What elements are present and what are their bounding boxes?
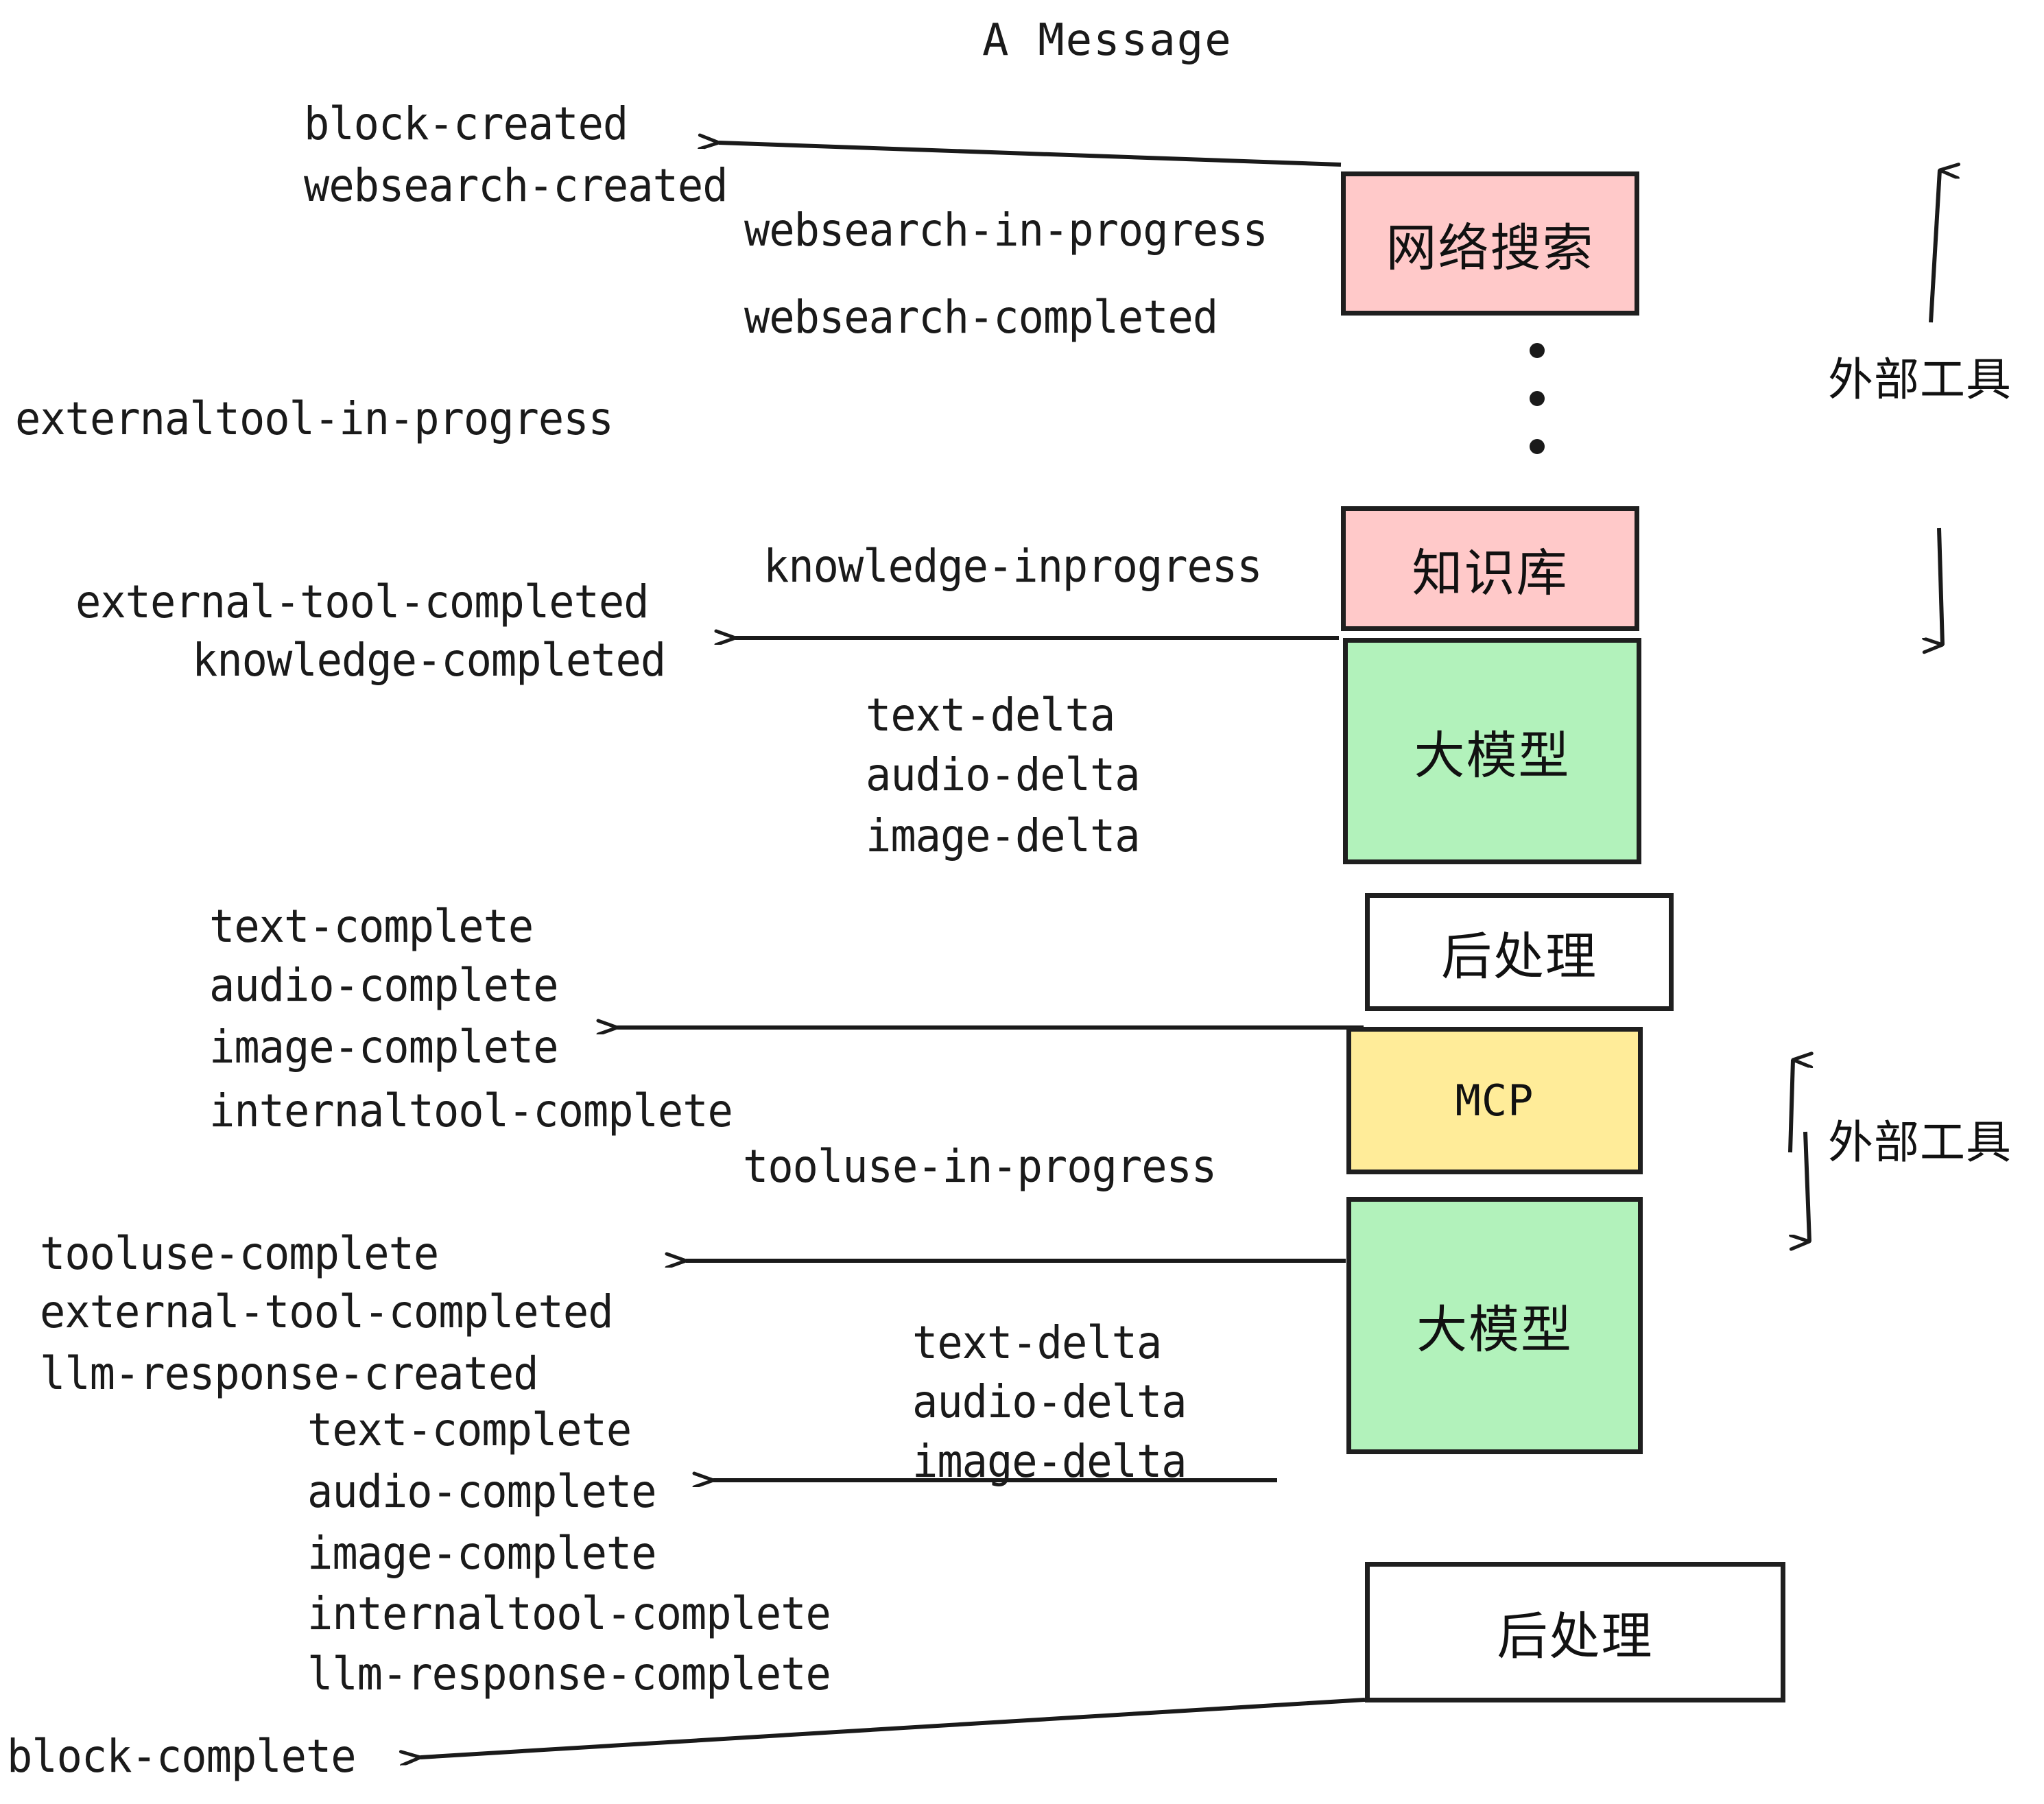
external-tools-bottom-arrows [1788,1060,1809,1242]
event-internaltool-complete-1: internaltool-complete [209,1084,733,1138]
side-label-external-tools-bottom: 外部工具 [1828,1116,2012,1169]
event-block-created: block-created [304,97,628,151]
event-audio-complete-1: audio-complete [209,958,559,1012]
event-llm-response-complete: llm-response-complete [307,1647,831,1701]
event-llm-response-created: llm-response-created [40,1346,539,1401]
node-llm-bottom: 大模型 [1346,1197,1643,1454]
event-websearch-in-progress: websearch-in-progress [744,203,1268,257]
event-tooluse-in-progress: tooluse-in-progress [743,1139,1217,1194]
event-text-delta-2: text-delta [912,1316,1162,1370]
event-block-complete: block-complete [7,1729,357,1783]
event-audio-delta-1: audio-delta [866,748,1141,802]
node-mcp-label: MCP [1455,1076,1534,1126]
node-postprocess-top: 后处理 [1365,893,1674,1011]
arrow-websearch-to-created [719,143,1342,167]
event-image-delta-1: image-delta [866,809,1141,863]
arrow-postprocess-to-block-complete [420,1698,1366,1757]
vertical-ellipsis-icon [1530,343,1545,487]
node-postprocess-bottom-label: 后处理 [1497,1607,1654,1666]
node-llm-top-label: 大模型 [1414,726,1571,785]
node-mcp: MCP [1346,1027,1643,1174]
event-tooluse-complete: tooluse-complete [40,1226,439,1281]
event-audio-complete-2: audio-complete [307,1464,657,1519]
event-externaltool-in-progress: externaltool-in-progress [15,392,614,446]
node-knowledge: 知识库 [1341,506,1639,631]
event-image-complete-1: image-complete [209,1020,559,1074]
event-external-tool-completed-1: external-tool-completed [75,575,650,629]
event-image-complete-2: image-complete [307,1526,657,1580]
event-text-delta-1: text-delta [866,688,1115,742]
node-llm-bottom-label: 大模型 [1416,1301,1573,1360]
node-websearch: 网络搜索 [1341,171,1639,316]
event-internaltool-complete-2: internaltool-complete [307,1587,831,1641]
node-websearch-label: 网络搜索 [1386,218,1595,278]
event-text-complete-2: text-complete [307,1403,632,1457]
event-external-tool-completed-2: external-tool-completed [40,1285,614,1339]
page-title: A Message [982,15,1233,66]
event-websearch-created: websearch-created [304,158,728,213]
node-postprocess-top-label: 后处理 [1441,927,1597,986]
event-knowledge-completed: knowledge-completed [192,633,666,687]
event-knowledge-inprogress: knowledge-inprogress [763,539,1263,593]
event-text-complete-1: text-complete [209,899,534,953]
node-knowledge-label: 知识库 [1412,543,1569,603]
event-audio-delta-2: audio-delta [912,1375,1187,1429]
event-websearch-completed: websearch-completed [744,290,1218,344]
node-llm-top: 大模型 [1343,638,1641,864]
node-postprocess-bottom: 后处理 [1365,1562,1785,1702]
event-image-delta-2: image-delta [912,1434,1187,1488]
side-label-external-tools-top: 外部工具 [1828,353,2012,406]
